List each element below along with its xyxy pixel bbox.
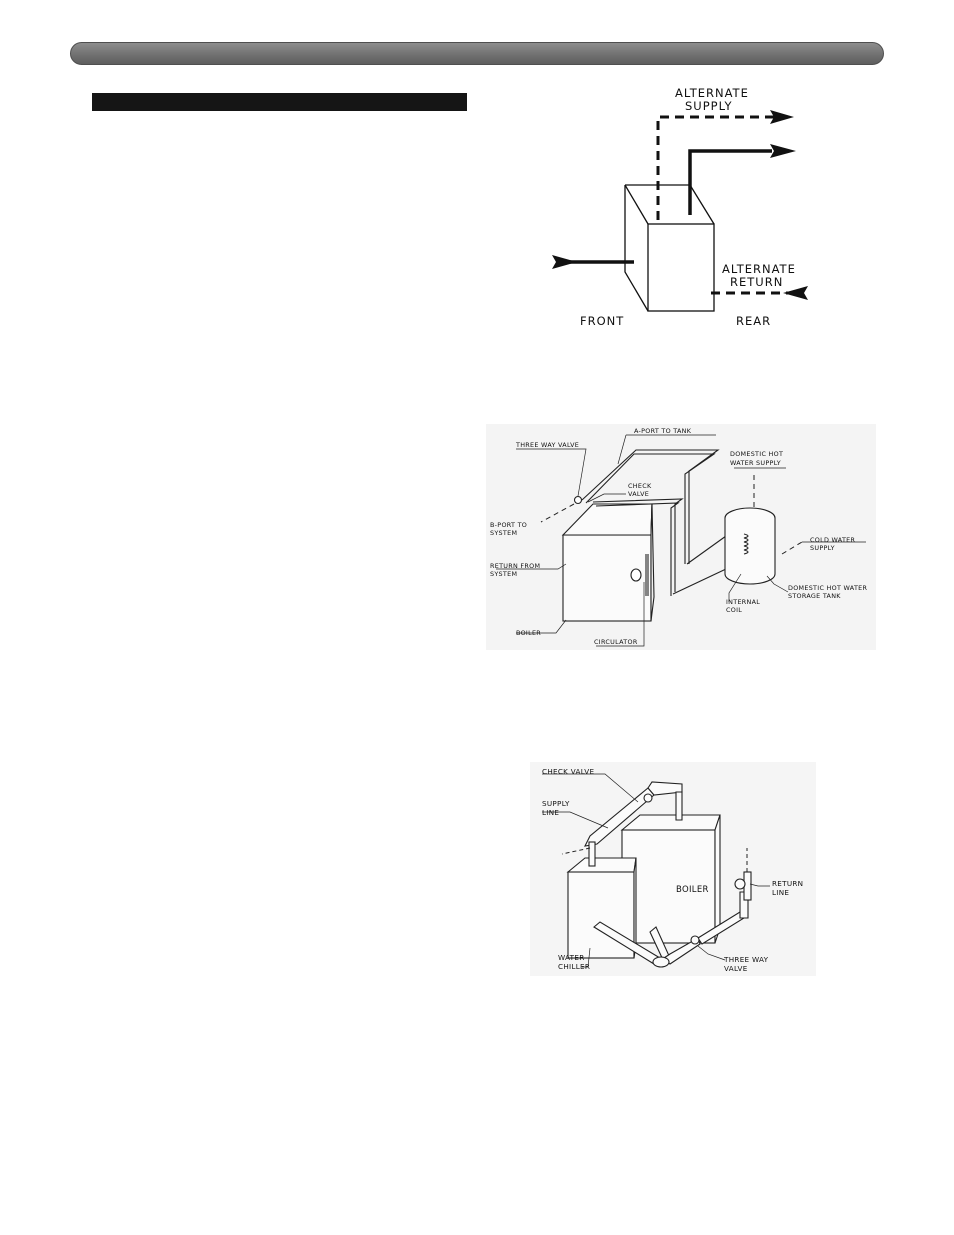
- section-heading-bar: [92, 93, 467, 111]
- label-rear: REAR: [736, 314, 771, 328]
- label-return-from-system-line2: SYSTEM: [490, 570, 517, 578]
- label-return-line-line1: RETURN: [772, 879, 803, 888]
- label-boiler: BOILER: [676, 885, 709, 895]
- label-cold-water-line1: COLD WATER: [810, 536, 855, 544]
- label-water-chiller-line1: WATER: [558, 953, 585, 962]
- figure-indirect-water-heater: THREE WAY VALVE A-PORT TO TANK CHECK VAL…: [486, 424, 876, 650]
- label-supply-line-line2: LINE: [542, 808, 559, 817]
- label-internal-coil-line1: INTERNAL: [726, 598, 760, 606]
- label-circulator: CIRCULATOR: [594, 638, 638, 646]
- label-b-port-line2: SYSTEM: [490, 529, 517, 537]
- inlet-arrow: [552, 255, 577, 269]
- page-header-bar: [70, 42, 884, 65]
- figure-alternate-piping: ALTERNATE SUPPLY ALTERNATE RETURN FRONT …: [552, 86, 808, 328]
- figure-chiller-piping: CHECK VALVE SUPPLY LINE BOILER RETURN LI…: [530, 762, 816, 976]
- label-alternate-return-line2: RETURN: [730, 275, 783, 289]
- label-b-port-line1: B-PORT TO: [490, 521, 527, 529]
- label-supply-line-line1: SUPPLY: [542, 799, 570, 808]
- label-front: FRONT: [580, 314, 624, 328]
- label-check-valve-line1: CHECK: [628, 482, 652, 490]
- label-three-way-valve: THREE WAY VALVE: [515, 441, 579, 449]
- label-alternate-supply-line2: SUPPLY: [685, 99, 733, 113]
- label-three-way-valve-line1: THREE WAY: [723, 955, 769, 964]
- label-internal-coil-line2: COIL: [726, 606, 742, 614]
- label-cold-water-line2: SUPPLY: [810, 544, 835, 552]
- label-three-way-valve-line2: VALVE: [724, 964, 748, 973]
- label-a-port-to-tank: A-PORT TO TANK: [634, 427, 692, 435]
- label-return-from-system-line1: RETURN FROM: [490, 562, 540, 570]
- label-dhw-supply-line2: WATER SUPPLY: [730, 459, 781, 467]
- label-alternate-supply-line1: ALTERNATE: [675, 86, 749, 100]
- label-boiler: BOILER: [516, 629, 541, 637]
- alternate-supply-arrow: [770, 110, 794, 124]
- label-return-line-line2: LINE: [772, 888, 789, 897]
- label-alternate-return-line1: ALTERNATE: [722, 262, 796, 276]
- label-storage-tank-line2: STORAGE TANK: [788, 592, 841, 600]
- alternate-return-arrow: [783, 286, 808, 300]
- label-check-valve-line2: VALVE: [628, 490, 649, 498]
- label-storage-tank-line1: DOMESTIC HOT WATER: [788, 584, 867, 592]
- label-dhw-supply-line1: DOMESTIC HOT: [730, 450, 783, 458]
- label-check-valve: CHECK VALVE: [542, 767, 594, 776]
- supply-arrow: [770, 144, 796, 158]
- label-water-chiller-line2: CHILLER: [558, 962, 590, 971]
